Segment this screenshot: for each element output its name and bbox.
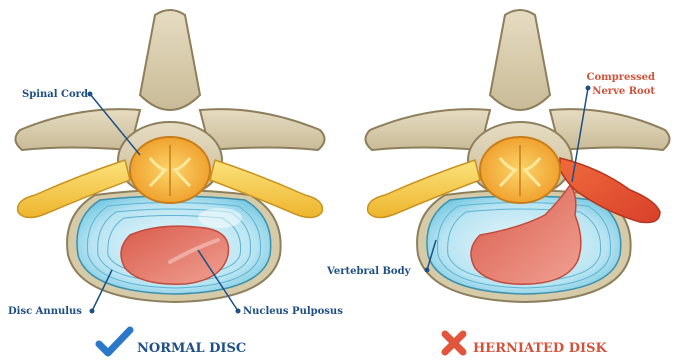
nucleus-pulposus: [121, 226, 229, 284]
label-nucleus-pulposus: Nucleus Pulposus: [243, 306, 343, 317]
normal-spinal-cord: [130, 137, 210, 203]
caption-normal-text: NORMAL DISC: [137, 341, 246, 356]
herniated-spinal-cord: [480, 137, 560, 203]
label-disc-annulus: Disc Annulus: [8, 306, 82, 317]
spinous-process: [140, 10, 200, 110]
left-transverse-process-right: [365, 109, 490, 150]
label-compressed: Compressed: [587, 72, 655, 83]
caption-normal: NORMAL DISC: [99, 330, 246, 356]
left-transverse-process: [15, 109, 140, 150]
check-icon: [99, 330, 130, 353]
cross-icon: [445, 334, 463, 352]
spinous-process-right: [490, 10, 550, 110]
right-transverse-process: [200, 109, 325, 150]
caption-herniated-text: HERNIATED DISK: [473, 341, 607, 356]
label-spinal-cord: Spinal Cord: [22, 89, 88, 100]
caption-herniated: HERNIATED DISK: [445, 334, 607, 356]
label-vertebral-body: Vertebral Body: [326, 266, 412, 277]
label-nerve-root: Nerve Root: [592, 86, 655, 97]
normal-disc: [67, 190, 281, 302]
